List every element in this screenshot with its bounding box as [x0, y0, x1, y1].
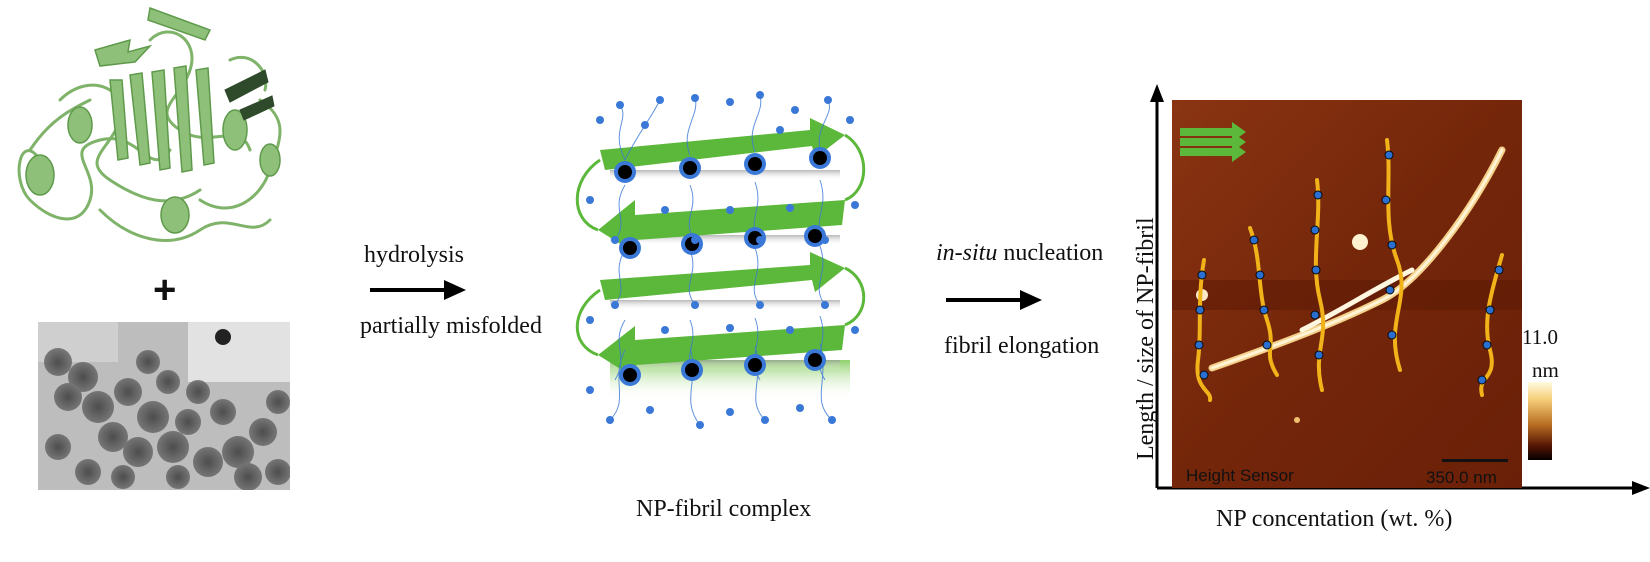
protein-structure-image [17, 6, 282, 242]
afm-height-image [1172, 100, 1522, 488]
plus-sign: + [153, 268, 177, 312]
arrow-right-icon [946, 290, 1042, 310]
complex-caption: NP-fibril complex [636, 496, 812, 522]
np-fibril-complex-diagram [575, 91, 866, 429]
y-axis-label: Length / size of NP-fibril [1133, 217, 1159, 460]
y-axis-arrowhead [1150, 84, 1164, 102]
afm-axes [1150, 84, 1650, 495]
step2-label-top: in-situ nucleation [936, 240, 1103, 267]
step1-label-bottom: partially misfolded [360, 313, 542, 339]
channel-label: Height Sensor [1186, 466, 1294, 485]
tem-nanoparticle-image [38, 322, 290, 490]
height-colorbar [1528, 382, 1552, 460]
step2-label-bottom: fibril elongation [944, 333, 1100, 359]
arrow-right-icon [370, 280, 466, 300]
x-axis-arrowhead [1632, 481, 1650, 495]
step2-label-italic: in-situ [936, 240, 998, 266]
scale-bar [1442, 459, 1508, 462]
step1-label-top: hydrolysis [364, 242, 465, 268]
step2-label-rest: nucleation [997, 240, 1104, 266]
colorbar-unit-label: nm [1532, 358, 1559, 382]
x-axis-label: NP concentation (wt. %) [1216, 506, 1453, 532]
scale-bar-label: 350.0 nm [1426, 468, 1497, 487]
colorbar-max-label: 11.0 [1522, 325, 1558, 349]
